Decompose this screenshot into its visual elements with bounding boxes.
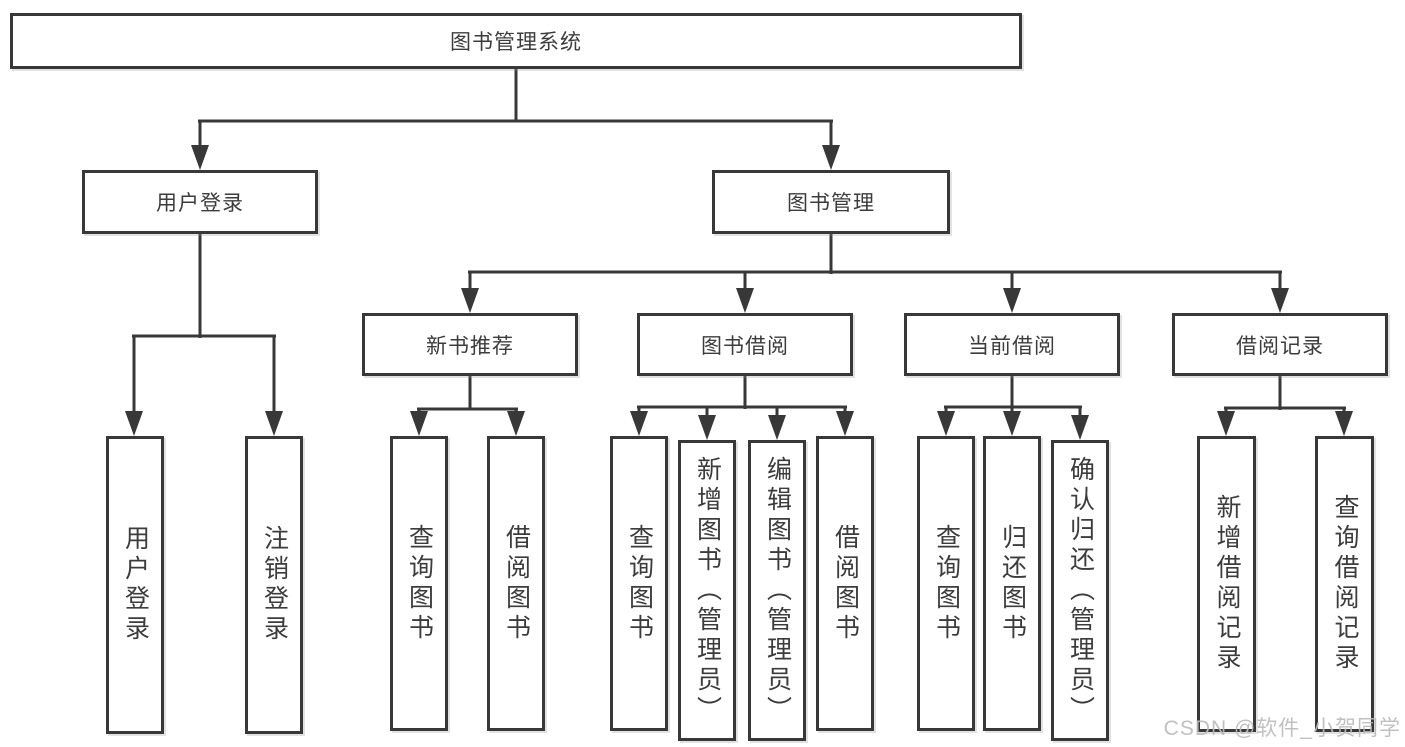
node-label: 用户登录 — [121, 525, 150, 645]
node-label: 查询图书 — [625, 523, 654, 644]
node-label: 当前借阅 — [968, 334, 1056, 358]
node-add-borrow-record: 新增借阅记录 — [1197, 436, 1256, 732]
node-book-borrow: 图书借阅 — [637, 313, 853, 376]
node-label: 查询图书 — [405, 523, 434, 644]
node-user-login: 用户登录 — [106, 436, 164, 734]
node-label: 借阅图书 — [502, 523, 531, 644]
node-add-book-admin: 新增图书（管理员） — [678, 440, 736, 741]
node-logout: 注销登录 — [245, 436, 303, 734]
node-book-management: 图书管理 — [712, 170, 950, 234]
node-library-system: 图书管理系统 — [10, 13, 1022, 69]
node-borrow-books-recommend: 借阅图书 — [487, 436, 545, 731]
node-confirm-return-admin: 确认归还（管理员） — [1051, 440, 1109, 741]
node-query-borrow-record: 查询借阅记录 — [1315, 436, 1374, 732]
node-query-books-recommend: 查询图书 — [390, 436, 448, 731]
node-query-books-current: 查询图书 — [917, 436, 975, 731]
node-new-book-recommend: 新书推荐 — [362, 313, 578, 376]
node-label: 图书管理系统 — [450, 31, 582, 54]
node-label: 编辑图书（管理员） — [763, 455, 792, 726]
node-label: 新增图书（管理员） — [693, 455, 722, 726]
node-borrow-books-2: 借阅图书 — [816, 436, 874, 731]
node-label: 新增借阅记录 — [1213, 494, 1241, 674]
node-edit-book-admin: 编辑图书（管理员） — [748, 440, 806, 741]
node-borrow-records: 借阅记录 — [1172, 313, 1388, 376]
node-label: 借阅图书 — [831, 523, 860, 644]
node-label: 图书管理 — [787, 192, 875, 215]
node-label: 新书推荐 — [426, 334, 514, 358]
node-label: 查询图书 — [932, 523, 961, 644]
arrowheads — [125, 145, 1353, 440]
csdn-watermark: CSDN @软件_小贺同学 — [1163, 717, 1401, 740]
node-label: 查询借阅记录 — [1331, 494, 1359, 674]
node-user-login-group: 用户登录 — [82, 170, 318, 234]
node-label: 图书借阅 — [701, 334, 789, 358]
node-label: 确认归还（管理员） — [1066, 455, 1095, 726]
node-label: 用户登录 — [156, 192, 244, 215]
node-query-books-borrow: 查询图书 — [610, 436, 668, 731]
node-label: 借阅记录 — [1236, 334, 1324, 358]
node-label: 归还图书 — [998, 523, 1027, 644]
node-return-book: 归还图书 — [983, 436, 1041, 731]
node-label: 注销登录 — [260, 525, 289, 645]
node-current-borrow: 当前借阅 — [904, 313, 1120, 376]
